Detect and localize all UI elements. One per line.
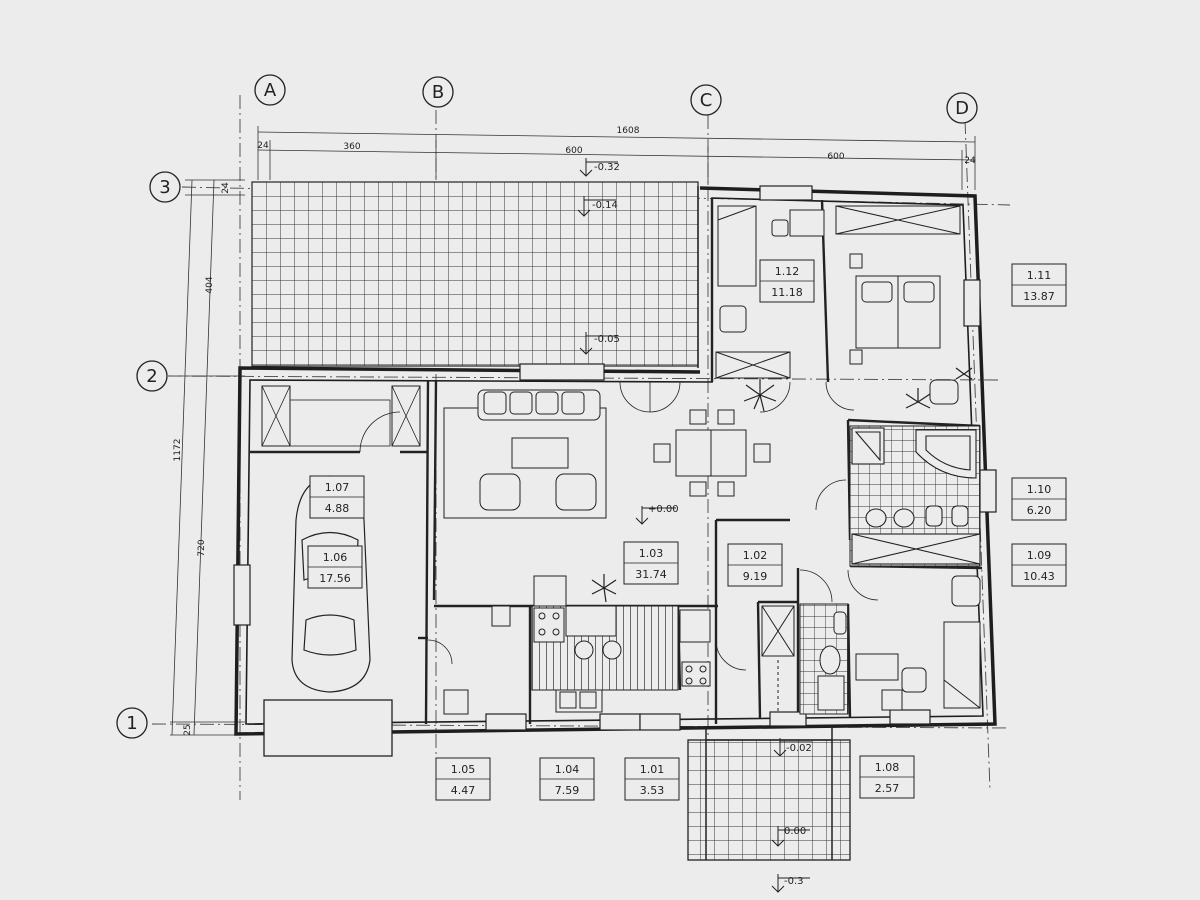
room-label-1-09: 1.09 10.43 xyxy=(1011,543,1067,587)
storage-fixtures xyxy=(443,605,511,715)
level-terrace-top: -0.32 xyxy=(594,162,620,173)
level-terrace-low: -0.05 xyxy=(594,334,620,345)
room-label-1-11: 1.11 13.87 xyxy=(1011,263,1067,307)
level-steps: 0.00 xyxy=(784,826,806,837)
dim-edge-top: 24 xyxy=(221,182,231,194)
grid-axis-1: 1 xyxy=(116,707,148,739)
room-1-09-furniture xyxy=(855,575,981,711)
grid-axis-a: A xyxy=(254,74,286,106)
room-number: 1.01 xyxy=(640,763,665,776)
room-1-12-furniture xyxy=(715,205,825,379)
svg-text:A: A xyxy=(264,80,277,101)
dim-span-32: 404 xyxy=(205,276,215,293)
room-area: 10.43 xyxy=(1023,570,1055,583)
room-area: 31.74 xyxy=(635,568,667,581)
room-label-1-12: 1.12 11.18 xyxy=(759,259,815,303)
windows xyxy=(233,185,997,731)
grid-axis-2: 2 xyxy=(136,360,168,392)
level-terrace-mid: -0.14 xyxy=(592,200,618,211)
room-number: 1.11 xyxy=(1027,269,1052,282)
room-number: 1.07 xyxy=(325,481,350,494)
room-label-1-05: 1.05 4.47 xyxy=(435,757,491,801)
garage-room xyxy=(261,385,421,453)
room-area: 4.47 xyxy=(451,784,476,797)
room-number: 1.12 xyxy=(775,265,800,278)
plant-symbol xyxy=(591,367,973,603)
room-area: 9.19 xyxy=(743,570,768,583)
room-area: 7.59 xyxy=(555,784,580,797)
room-label-1-02: 1.02 9.19 xyxy=(727,543,783,587)
room-number: 1.08 xyxy=(875,761,900,774)
svg-text:1: 1 xyxy=(126,713,137,734)
dim-span-21: 720 xyxy=(197,539,207,556)
room-area: 11.18 xyxy=(771,286,803,299)
wc-fixtures xyxy=(817,611,847,711)
top-dimension-chain xyxy=(257,126,976,190)
entrance-steps-outline xyxy=(705,728,833,860)
dim-edge-right: 24 xyxy=(964,156,976,166)
entrance-steps-tiled xyxy=(687,739,851,861)
dim-edge-bottom: 25 xyxy=(183,724,193,735)
svg-text:3: 3 xyxy=(159,177,170,198)
grid-axis-d: D xyxy=(946,92,978,124)
svg-text:D: D xyxy=(955,98,969,119)
room-label-1-10: 1.10 6.20 xyxy=(1011,477,1067,521)
kitchen-fixtures xyxy=(533,575,711,713)
room-number: 1.02 xyxy=(743,549,768,562)
svg-text:2: 2 xyxy=(146,366,157,387)
room-area: 2.57 xyxy=(875,782,900,795)
grid-axis-b: B xyxy=(422,76,454,108)
room-number: 1.04 xyxy=(555,763,580,776)
room-area: 17.56 xyxy=(319,572,351,585)
room-label-1-04: 1.04 7.59 xyxy=(539,757,595,801)
dim-total-width: 1608 xyxy=(617,126,640,136)
room-area: 3.53 xyxy=(640,784,665,797)
room-labels: 1.01 3.53 1.02 9.19 1.03 31.74 1.04 7.59 1.05 4.4… xyxy=(307,259,1067,801)
dim-total-height: 1172 xyxy=(173,439,183,462)
grid-axis-3: 3 xyxy=(149,171,181,203)
level-outside: -0.3 xyxy=(784,876,804,887)
level-markers xyxy=(577,158,812,893)
wardrobe-1-01 xyxy=(761,605,795,712)
dim-span-ab: 360 xyxy=(343,142,360,152)
level-floor: +0.00 xyxy=(648,504,679,515)
room-area: 13.87 xyxy=(1023,290,1055,303)
level-entrance: -0.02 xyxy=(786,743,812,754)
dim-span-cd: 600 xyxy=(827,152,844,162)
room-label-1-07: 1.07 4.88 xyxy=(309,475,365,519)
living-room-furniture xyxy=(443,389,607,519)
room-number: 1.10 xyxy=(1027,483,1052,496)
room-number: 1.09 xyxy=(1027,549,1052,562)
room-area: 4.88 xyxy=(325,502,350,515)
room-1-11-furniture xyxy=(835,205,961,405)
room-number: 1.03 xyxy=(639,547,664,560)
room-label-1-08: 1.08 2.57 xyxy=(859,755,915,799)
dining-table-set xyxy=(653,409,771,497)
svg-text:B: B xyxy=(432,82,444,103)
bathroom-fixtures xyxy=(851,427,981,565)
room-label-1-01: 1.01 3.53 xyxy=(624,757,680,801)
garage-door-threshold xyxy=(263,699,393,757)
dim-span-bc: 600 xyxy=(565,146,582,156)
room-number: 1.05 xyxy=(451,763,476,776)
room-label-1-03: 1.03 31.74 xyxy=(623,541,679,585)
room-area: 6.20 xyxy=(1027,504,1052,517)
grid-axis-c: C xyxy=(690,84,722,116)
room-label-1-06: 1.06 17.56 xyxy=(307,545,363,589)
left-dimension-chain xyxy=(170,179,245,736)
dim-edge-left: 24 xyxy=(257,141,269,151)
room-number: 1.06 xyxy=(323,551,348,564)
terrace-tiled-area xyxy=(251,181,699,367)
svg-text:C: C xyxy=(700,90,713,111)
